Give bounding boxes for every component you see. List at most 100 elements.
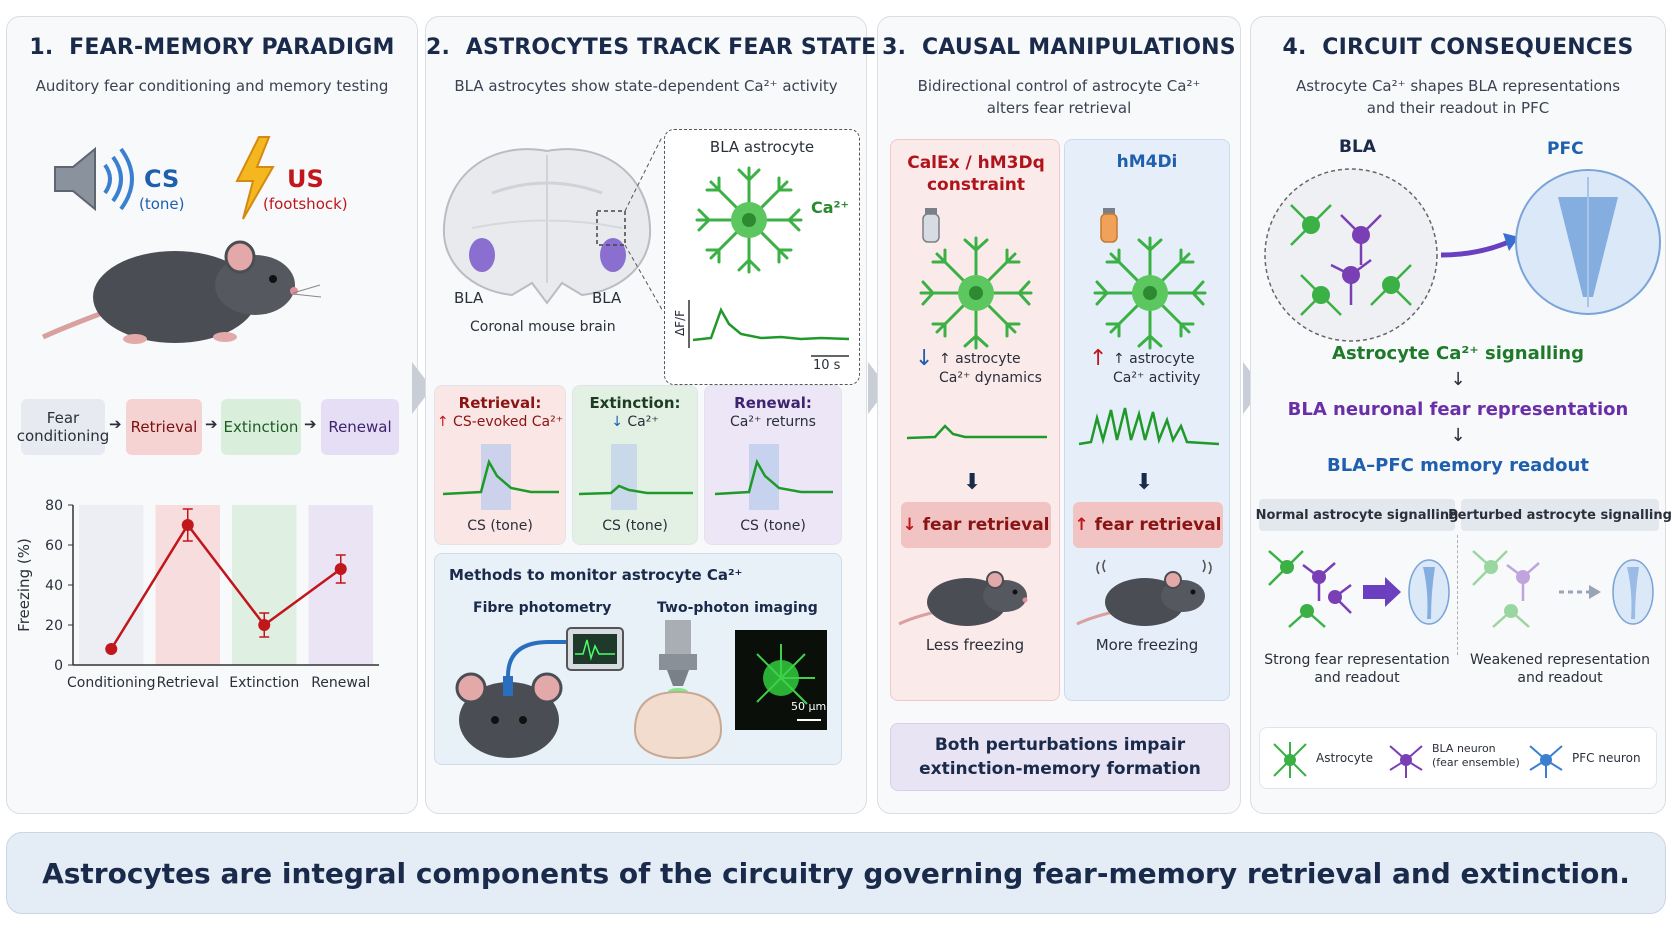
panel-circuit-consequences: 4. CIRCUIT CONSEQUENCES Astrocyte Ca²⁺ s… <box>1250 16 1672 814</box>
y-tick-label: 0 <box>54 658 63 674</box>
bla-label: BLA <box>1339 137 1376 157</box>
methods-box: Methods to monitor astrocyte Ca²⁺ Fibre … <box>434 553 842 765</box>
retrieval-trace <box>442 444 559 510</box>
mouse-still-illustration <box>898 571 1028 626</box>
af-label: ΔF/F <box>673 309 688 337</box>
astrocyte-icon <box>1093 236 1207 350</box>
panel-subtitle: Astrocyte Ca²⁺ shapes BLA representation… <box>1295 77 1621 117</box>
chain-bla: BLA neuronal fear representation <box>1287 399 1629 420</box>
perturbed-circuit-illustration <box>1472 550 1654 628</box>
step-retrieval: Retrieval <box>126 399 202 455</box>
high-calcium-trace <box>1078 407 1220 446</box>
legend-astrocyte: Astrocyte <box>1316 751 1373 765</box>
extinction-footer: Both perturbations impair extinction-mem… <box>890 723 1230 791</box>
x-tick-label: Conditioning <box>67 675 155 691</box>
arrow-right-icon: ➔ <box>304 415 317 433</box>
inset-title: BLA astrocyte <box>709 138 815 156</box>
data-point <box>258 619 271 631</box>
renewal-trace <box>714 444 833 510</box>
coronal-brain-illustration <box>442 135 662 311</box>
panel-fear-memory-paradigm: 1. FEAR-MEMORY PARADIGM Auditory fear co… <box>6 16 418 814</box>
ca-label: Ca²⁺ <box>811 198 849 217</box>
step-extinction: Extinction <box>221 399 301 455</box>
phase-renewal: Renewal: Ca²⁺ returns CS (tone) <box>704 385 842 545</box>
x-tick-label: Renewal <box>311 675 370 691</box>
less-freezing-caption: Less freezing <box>925 636 1025 654</box>
astrocyte-legend-icon <box>1273 742 1307 778</box>
legend: Astrocyte BLA neuron (fear ensemble) PFC… <box>1259 727 1657 789</box>
chain-pfc: BLA–PFC memory readout <box>1327 455 1589 476</box>
panel-title: 1. FEAR-MEMORY PARADIGM <box>29 35 395 60</box>
panel-astrocytes-track-fear-state: 2. ASTROCYTES TRACK FEAR STATE BLA astro… <box>425 16 877 814</box>
panel-title: 3. CAUSAL MANIPULATIONS <box>882 35 1236 60</box>
legend-pfc-neuron: PFC neuron <box>1572 751 1641 765</box>
bla-left-label: BLA <box>454 289 484 307</box>
vial-icon <box>1100 208 1118 243</box>
step-renewal: Renewal <box>321 399 399 455</box>
legend-bla-neuron: BLA neuron (fear ensemble) <box>1432 742 1520 769</box>
down-arrow-icon: ↓ <box>1450 369 1466 390</box>
phase-desc: ↑ CS-evoked Ca²⁺ <box>436 414 564 430</box>
methods-title: Methods to monitor astrocyte Ca²⁺ <box>449 566 743 584</box>
conclusion-banner: Astrocytes are integral components of th… <box>6 832 1666 914</box>
series-line <box>110 522 342 650</box>
scalebar-label: 50 µm <box>791 700 827 713</box>
bla-right-label: BLA <box>592 289 622 307</box>
projection-arrow-icon <box>1440 233 1519 258</box>
phase-caption: CS (tone) <box>467 518 533 534</box>
panel-subtitle: Auditory fear conditioning and memory te… <box>35 77 389 95</box>
y-tick-label: 40 <box>45 578 63 594</box>
panel-causal-manipulations: 3. CAUSAL MANIPULATIONS Bidirectional co… <box>877 16 1241 814</box>
astrocyte-icon <box>695 166 803 274</box>
phase-extinction: Extinction: ↓ Ca²⁺ CS (tone) <box>572 385 698 545</box>
down-arrow-icon: ↓ <box>1450 425 1466 446</box>
arrow-right-icon: ➔ <box>205 415 218 433</box>
us-label: US <box>287 165 324 193</box>
step-fear-conditioning: Fear conditioning <box>17 399 109 455</box>
phase-caption: CS (tone) <box>740 518 806 534</box>
up-arrow-icon: ↑ <box>1089 346 1108 371</box>
x-tick-label: Retrieval <box>157 675 219 691</box>
hm4di-title: hM4Di <box>1116 152 1178 172</box>
data-point <box>181 519 194 531</box>
chart-band <box>232 505 297 665</box>
chain-astrocyte: Astrocyte Ca²⁺ signalling <box>1332 343 1584 364</box>
phase-desc: ↓ Ca²⁺ <box>611 414 659 430</box>
phase-desc: Ca²⁺ returns <box>730 414 816 430</box>
y-tick-label: 80 <box>45 498 63 514</box>
down-arrow-icon: ⬇ <box>1135 470 1154 495</box>
astrocyte-icon <box>919 236 1033 350</box>
perturbed-caption: Weakened representation and readout <box>1470 652 1650 686</box>
astrocyte-inset: BLA astrocyte Ca²⁺ ΔF/F 10 s <box>664 129 860 385</box>
x-tick-label: Extinction <box>229 675 299 691</box>
cs-sublabel: (tone) <box>139 195 185 213</box>
data-point <box>334 563 347 575</box>
lightning-icon <box>235 136 275 220</box>
us-sublabel: (footshock) <box>263 195 348 213</box>
method-fibre-photometry: Fibre photometry <box>473 600 612 616</box>
pfc-label: PFC <box>1547 139 1584 159</box>
bla-circuit-illustration <box>1264 168 1438 342</box>
extinction-trace <box>578 444 693 510</box>
panel-title: 4. CIRCUIT CONSEQUENCES <box>1282 35 1634 60</box>
bla-neuron-legend-icon <box>1389 745 1423 778</box>
fibre-photometry-illustration <box>455 627 624 758</box>
normal-circuit-illustration <box>1268 550 1450 628</box>
pfc-illustration <box>1515 169 1661 315</box>
more-freezing-caption: More freezing <box>1095 636 1199 654</box>
decreased-fear-retrieval-badge: ↓ fear retrieval <box>901 502 1051 548</box>
panel-title: 2. ASTROCYTES TRACK FEAR STATE <box>426 35 877 60</box>
calex-title: CalEx / hM3Dq constraint <box>907 153 1045 195</box>
phase-title: Renewal: <box>734 394 812 412</box>
brain-caption: Coronal mouse brain <box>470 319 616 335</box>
data-point <box>105 643 118 655</box>
panel-subtitle: BLA astrocytes show state-dependent Ca²⁺… <box>454 77 838 95</box>
scale-label: 10 s <box>813 358 841 373</box>
panel-subtitle: Bidirectional control of astrocyte Ca²⁺ … <box>917 77 1201 117</box>
two-photon-illustration <box>633 620 827 760</box>
low-calcium-trace <box>906 424 1047 440</box>
